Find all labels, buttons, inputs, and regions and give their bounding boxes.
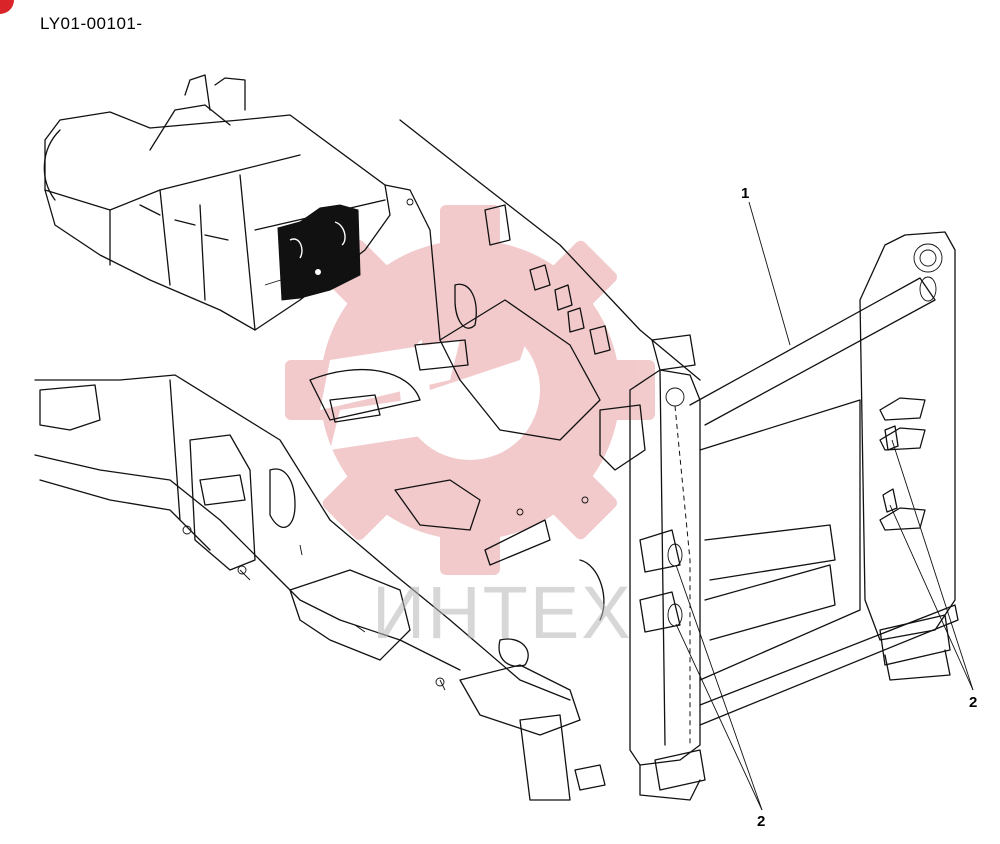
watermark-gear-icon [285, 205, 655, 575]
main-frame-weldment [34, 119, 701, 801]
counterweight-support-frame [629, 231, 959, 801]
callout-leaders [675, 201, 974, 811]
callout-2-right: 2 [969, 694, 978, 711]
document-code: LY01-00101- [40, 14, 143, 33]
callout-1: 1 [741, 185, 750, 202]
upper-frame-assembly [43, 74, 391, 331]
callout-2-bottom: 2 [757, 813, 766, 830]
watermark-text: ИНТЕХ [372, 571, 633, 654]
